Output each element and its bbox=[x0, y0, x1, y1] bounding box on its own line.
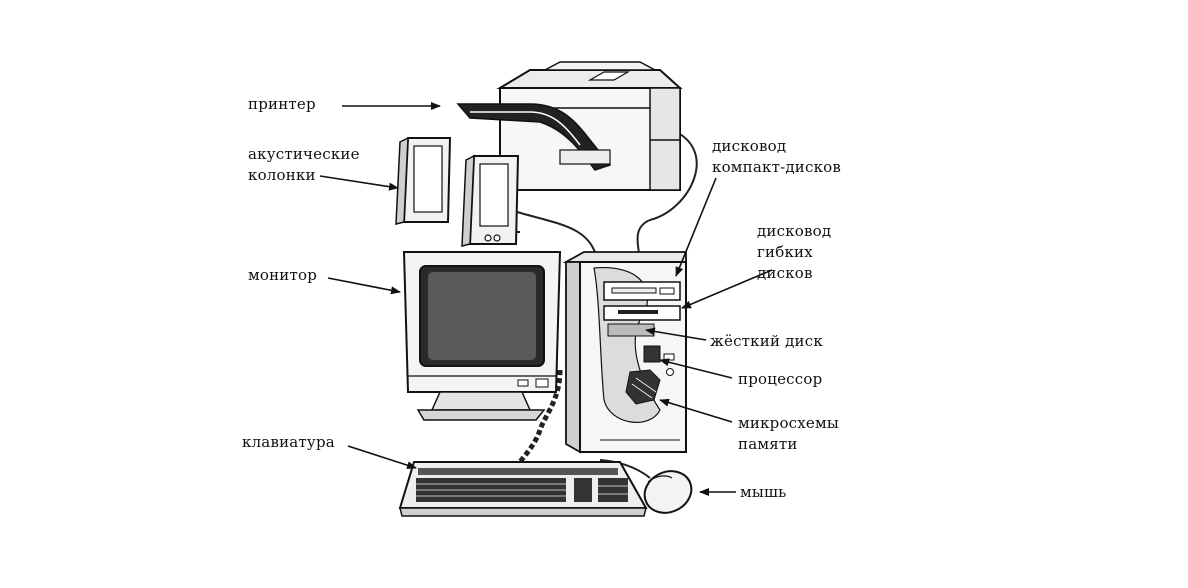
arrow-cpu bbox=[659, 358, 733, 379]
arrow-monitor bbox=[327, 277, 401, 295]
speaker-right bbox=[461, 154, 520, 247]
label-floppy-line2: гибких bbox=[757, 243, 813, 261]
arrow-hdd bbox=[645, 327, 707, 341]
arrow-speakers bbox=[319, 175, 399, 191]
system-unit bbox=[562, 251, 687, 454]
label-hdd: жёсткий диск bbox=[710, 332, 823, 350]
monitor bbox=[402, 251, 562, 421]
label-monitor: монитор bbox=[248, 266, 318, 284]
arrow-floppy bbox=[681, 269, 773, 309]
arrow-cdrom bbox=[675, 177, 717, 277]
mouse bbox=[643, 470, 693, 514]
label-speakers-line1: акустические bbox=[248, 145, 360, 163]
label-memory-line2: памяти bbox=[738, 435, 798, 453]
printer bbox=[456, 61, 683, 191]
label-mouse: мышь bbox=[740, 483, 787, 501]
label-cdrom-line1: дисковод bbox=[712, 137, 787, 155]
label-floppy-line3: дисков bbox=[757, 264, 813, 282]
label-keyboard: клавиатура bbox=[242, 433, 335, 451]
arrow-memory bbox=[659, 398, 733, 423]
speaker-left bbox=[395, 136, 452, 225]
label-cpu: процессор bbox=[738, 370, 823, 388]
keyboard bbox=[398, 461, 648, 517]
label-speakers-line2: колонки bbox=[248, 166, 316, 184]
label-floppy-line1: дисковод bbox=[757, 222, 832, 240]
arrow-keyboard bbox=[347, 445, 417, 470]
pointer-arrows bbox=[319, 102, 773, 496]
label-memory-line1: микросхемы bbox=[738, 414, 840, 432]
label-cdrom-line2: компакт-дисков bbox=[712, 158, 842, 176]
label-printer: принтер bbox=[248, 95, 316, 113]
